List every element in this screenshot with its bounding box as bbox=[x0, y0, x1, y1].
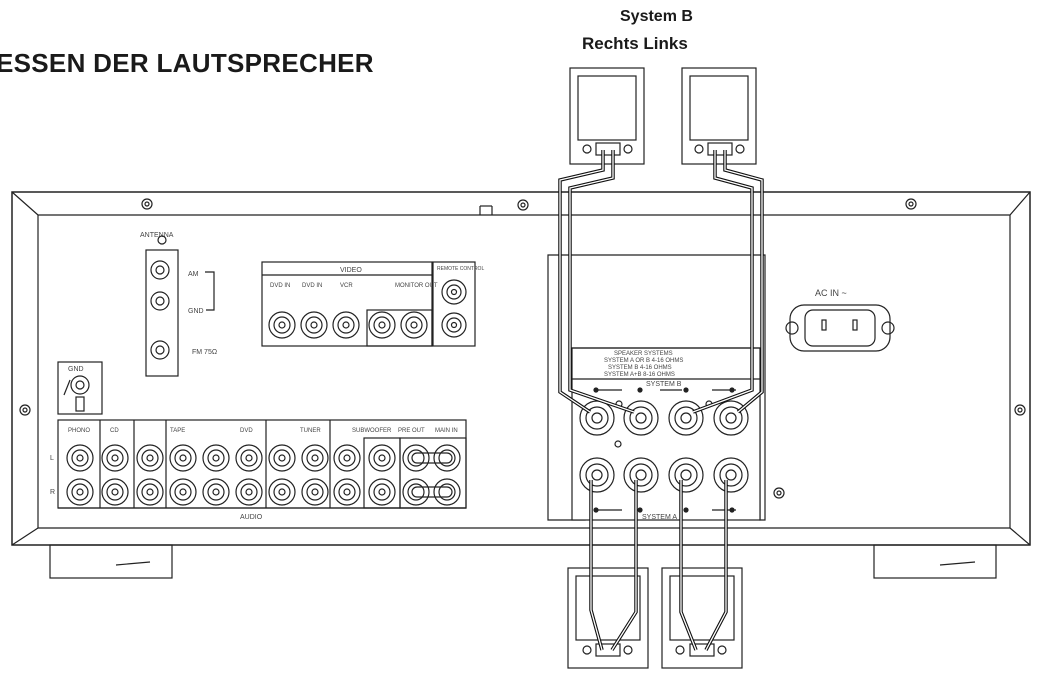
row-r-label: R bbox=[50, 489, 55, 496]
speaker-systems-label: SPEAKER SYSTEMS bbox=[614, 351, 673, 357]
speaker-system-b-right bbox=[569, 67, 645, 165]
antenna-terminals: ANTENNA AM GND FM 75Ω bbox=[140, 232, 217, 377]
cd-label: CD bbox=[110, 428, 119, 434]
pre-out-label: PRE OUT bbox=[398, 428, 425, 434]
main-in-label: MAIN IN bbox=[435, 428, 458, 434]
tape-label: TAPE bbox=[170, 428, 185, 434]
monitor-out-label: MONITOR OUT bbox=[395, 283, 438, 289]
audio-row-l bbox=[66, 444, 461, 472]
ac-in-label: AC IN ~ bbox=[815, 288, 847, 298]
vcr-video-label: VCR bbox=[340, 283, 353, 289]
spec-a-or-b-label: SYSTEM A OR B 4-16 OHMS bbox=[604, 358, 683, 364]
system-b-sides-label: Rechts Links bbox=[582, 34, 688, 53]
audio-row-r bbox=[66, 478, 461, 506]
system-b-posts bbox=[579, 400, 749, 436]
chassis-screws bbox=[19, 198, 1026, 499]
remote-control-jacks: REMOTE CONTROL bbox=[432, 261, 484, 347]
receiver-chassis bbox=[11, 191, 1031, 579]
page-heading: ESSEN DER LAUTSPRECHER bbox=[0, 48, 374, 78]
gnd-terminal-label: GND bbox=[68, 366, 84, 373]
dvd-in-video-label: DVD IN bbox=[270, 283, 290, 289]
system-a-posts bbox=[579, 440, 749, 493]
tv-in-video-label: DVD IN bbox=[302, 283, 322, 289]
speaker-system-b-left bbox=[681, 67, 757, 165]
subwoofer-label: SUBWOOFER bbox=[352, 428, 392, 434]
spec-a-plus-b-label: SYSTEM A+B 8-16 OHMS bbox=[604, 372, 675, 378]
system-a-panel-label: SYSTEM A bbox=[642, 514, 677, 521]
left-foot bbox=[49, 544, 173, 579]
speaker-terminal-panel: SPEAKER SYSTEMS SYSTEM A OR B 4-16 OHMS … bbox=[547, 254, 766, 521]
video-label: VIDEO bbox=[340, 267, 362, 274]
spec-b-label: SYSTEM B 4-16 OHMS bbox=[608, 365, 672, 371]
am-label: AM bbox=[188, 271, 199, 278]
right-foot bbox=[873, 544, 997, 579]
remote-control-label: REMOTE CONTROL bbox=[437, 266, 484, 272]
gnd-label: GND bbox=[188, 308, 204, 315]
speaker-system-a-left bbox=[661, 567, 743, 669]
antenna-label: ANTENNA bbox=[140, 232, 174, 239]
gnd-terminal: GND bbox=[57, 361, 103, 415]
ac-inlet: AC IN ~ bbox=[785, 288, 895, 352]
phono-label: PHONO bbox=[68, 428, 90, 434]
system-b-label: System B bbox=[620, 8, 693, 25]
dvd-audio-label: DVD bbox=[240, 428, 253, 434]
tuner-label: TUNER bbox=[300, 428, 321, 434]
audio-jacks: AUDIO PHONO CD TAPE DVD TUNER SUBWOOFER … bbox=[50, 419, 467, 521]
row-l-label: L bbox=[50, 455, 54, 462]
video-jacks: VIDEO DVD IN DVD IN VCR MONITOR OUT bbox=[261, 261, 438, 347]
system-b-panel-label: SYSTEM B bbox=[646, 381, 682, 388]
fm-label: FM 75Ω bbox=[192, 349, 217, 356]
audio-label: AUDIO bbox=[240, 514, 263, 521]
